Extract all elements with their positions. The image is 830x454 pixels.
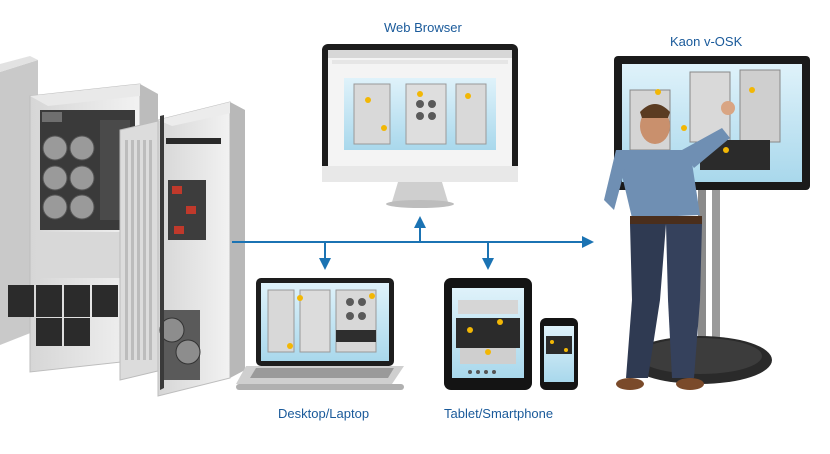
label-kiosk: Kaon v-OSK (670, 34, 743, 49)
person-illustration (604, 101, 735, 390)
tablet-illustration (444, 278, 532, 390)
connector-lines (232, 216, 594, 270)
label-tablet-smartphone: Tablet/Smartphone (444, 406, 554, 421)
laptop-illustration (236, 278, 404, 390)
label-desktop-laptop: Desktop/Laptop (278, 406, 370, 421)
smartphone-illustration (540, 318, 578, 390)
label-web-browser: Web Browser (384, 20, 462, 35)
ups-cabinets-illustration (0, 56, 245, 397)
monitor-illustration (322, 44, 518, 208)
